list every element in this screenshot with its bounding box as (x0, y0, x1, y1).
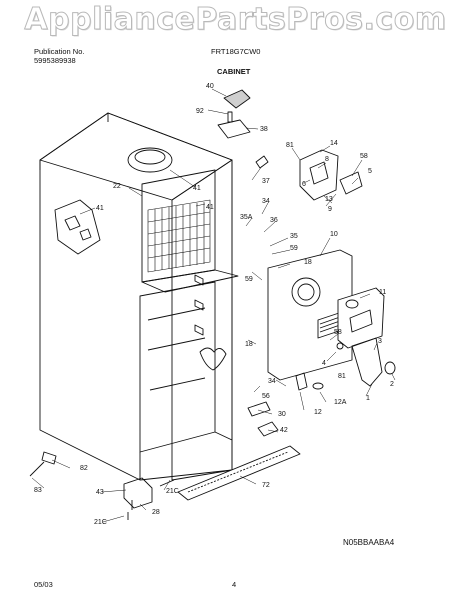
callout-10: 10 (330, 231, 338, 238)
callout-72: 72 (262, 482, 270, 489)
callout-92: 92 (196, 108, 204, 115)
screw-37 (255, 155, 269, 169)
drain-trough (351, 337, 383, 387)
crisper-heart (199, 347, 227, 371)
callout-42: 42 (280, 427, 288, 434)
hinge-cover (223, 89, 251, 109)
callout-8: 8 (325, 156, 329, 163)
leader-lines (31, 88, 396, 523)
hinge-top (217, 119, 251, 139)
callout-5: 5 (368, 168, 372, 175)
callout-81: 81 (338, 373, 346, 380)
callout-12A: 12A (334, 399, 347, 406)
publication-number: 5995389938 (34, 56, 76, 65)
callout-9: 9 (328, 206, 332, 213)
freezer-floor (141, 269, 239, 293)
leveler-82 (41, 451, 57, 465)
callout-36: 36 (270, 217, 278, 224)
callout-21C: 21C (94, 519, 107, 526)
model-number: FRT18G7CW0 (211, 47, 261, 56)
publication-label: Publication No. (34, 47, 85, 56)
callout-38: 38 (260, 126, 268, 133)
callout-2: 2 (390, 381, 394, 388)
callout-58: 58 (360, 153, 368, 160)
callout-40: 40 (206, 83, 214, 90)
figure-code: N05BBAABA4 (343, 538, 395, 547)
damper-bracket (299, 149, 339, 201)
evap-cover-panel (267, 249, 353, 381)
callout-14: 14 (330, 140, 338, 147)
callout-56: 56 (262, 393, 270, 400)
footer-date: 05/03 (34, 580, 53, 589)
light-housing (127, 147, 173, 173)
callout-28: 28 (152, 509, 160, 516)
callout-41: 41 (193, 185, 201, 192)
cabinet-bottom-edge (139, 431, 233, 480)
callout-21C: 21C (166, 488, 179, 495)
cabinet-front-edge (39, 113, 109, 170)
callout-22: 22 (113, 183, 121, 190)
damper-clip (339, 171, 363, 195)
callout-35: 35 (290, 233, 298, 240)
callout-58: 58 (334, 329, 342, 336)
callout-81: 81 (286, 142, 294, 149)
callout-41: 41 (206, 204, 214, 211)
part-12A (312, 382, 324, 390)
watermark: AppliancePartsPros.com (24, 2, 447, 38)
callout-34: 34 (262, 198, 270, 205)
callout-34: 34 (268, 378, 276, 385)
callout-41: 41 (96, 205, 104, 212)
roller-assembly (123, 477, 153, 509)
fan-housing (337, 287, 385, 349)
callout-82: 82 (80, 465, 88, 472)
callout-12: 12 (314, 409, 322, 416)
callout-13: 13 (325, 196, 333, 203)
callout-83: 83 (34, 487, 42, 494)
screw-21C (127, 479, 175, 520)
callout-37: 37 (262, 178, 270, 185)
screw-92 (227, 111, 233, 123)
roller-42 (257, 421, 279, 437)
rail-slot (194, 274, 204, 336)
callout-18: 18 (245, 341, 253, 348)
hinge-bracket-left (54, 199, 101, 255)
bracket-30 (247, 401, 271, 417)
cabinet-outer (39, 112, 233, 481)
callout-11: 11 (379, 289, 386, 296)
callout-6: 6 (302, 181, 306, 188)
callout-18: 18 (304, 259, 312, 266)
callout-59: 59 (245, 276, 253, 283)
shelf-rail (147, 307, 206, 391)
callout-43: 43 (96, 489, 104, 496)
callout-35A: 35A (240, 214, 253, 221)
callout-3: 3 (378, 338, 382, 345)
part-12 (295, 372, 308, 391)
callout-1: 1 (366, 395, 370, 402)
freezer-shelf-grid (147, 199, 211, 273)
part-4 (336, 342, 344, 350)
callout-30: 30 (278, 411, 286, 418)
callout-4: 4 (322, 360, 326, 367)
part-2 (384, 361, 396, 375)
section-title: CABINET (217, 67, 251, 76)
callout-59: 59 (290, 245, 298, 252)
page-number: 4 (232, 580, 237, 589)
